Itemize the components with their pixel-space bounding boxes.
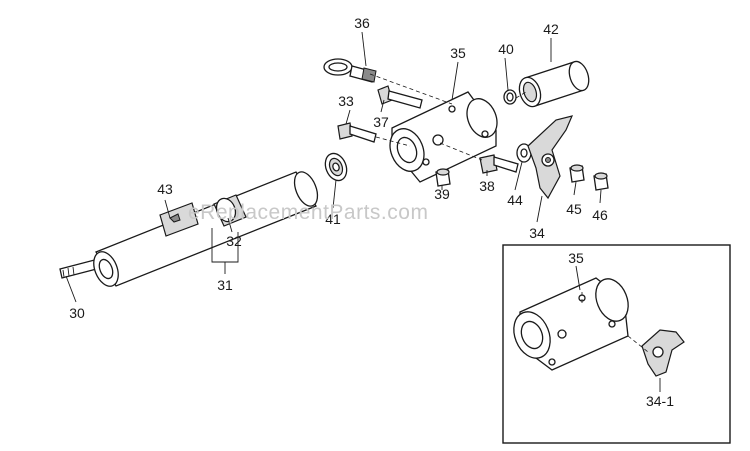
inset-housing-35[interactable]: [507, 274, 634, 371]
callout-36: 36: [354, 15, 370, 31]
callout-42: 42: [543, 21, 559, 37]
callout-37: 37: [373, 114, 389, 130]
clamp-sleeve-32[interactable]: [213, 194, 247, 227]
callout-46: 46: [592, 207, 608, 223]
inset-box: 35 34-1: [502, 244, 731, 444]
nut-46[interactable]: [593, 172, 609, 191]
bearing-41[interactable]: [321, 150, 350, 183]
nut-45[interactable]: [569, 164, 585, 183]
housing-35[interactable]: [384, 91, 503, 183]
inset-callout-34-1: 34-1: [646, 393, 674, 409]
callout-41: 41: [325, 211, 341, 227]
callout-43: 43: [157, 181, 173, 197]
callout-31: 31: [217, 277, 233, 293]
bolt-37[interactable]: [377, 85, 423, 109]
callout-38: 38: [479, 178, 495, 194]
callout-32: 32: [226, 233, 242, 249]
callout-40: 40: [498, 41, 514, 57]
screw-33[interactable]: [337, 122, 377, 143]
nut-39[interactable]: [435, 168, 451, 187]
callout-39: 39: [434, 186, 450, 202]
callout-30: 30: [69, 305, 85, 321]
washer-44[interactable]: [516, 143, 532, 163]
inset-callout-35: 35: [568, 250, 584, 266]
callout-44: 44: [507, 192, 523, 208]
watermark: eReplacementParts.com: [188, 201, 428, 224]
eye-bolt-36[interactable]: [323, 58, 377, 83]
callout-35: 35: [450, 45, 466, 61]
cap-42[interactable]: [516, 59, 592, 109]
callout-33: 33: [338, 93, 354, 109]
inset-knob-34-1[interactable]: [641, 329, 685, 377]
outer-tube-31[interactable]: [89, 169, 322, 290]
screw-38[interactable]: [479, 154, 519, 174]
ring-40[interactable]: [503, 89, 517, 105]
label-decal-43[interactable]: [159, 202, 199, 237]
callout-45: 45: [566, 201, 582, 217]
callout-34: 34: [529, 225, 545, 241]
knob-34[interactable]: [527, 115, 574, 200]
